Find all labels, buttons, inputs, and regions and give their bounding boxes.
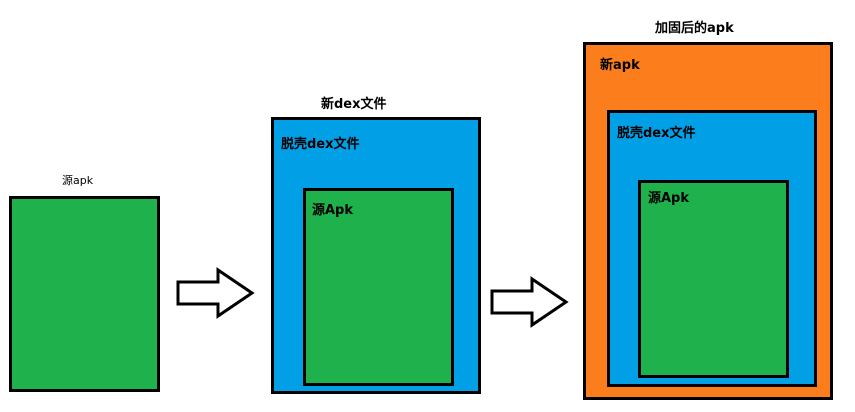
source-apk-box [9,196,160,392]
hardened-apk-inner-apk-box: 源Apk [638,180,789,378]
new-dex-inner-apk-label: 源Apk [312,203,354,218]
hardened-apk-shell-box: 脱壳dex文件 源Apk [607,110,817,387]
arrow-right-icon [176,267,255,319]
new-dex-box: 脱壳dex文件 源Apk [271,117,481,394]
arrow-right-icon [490,276,569,328]
new-dex-title: 新dex文件 [321,97,387,112]
hardened-apk-shell-label: 脱壳dex文件 [617,126,696,141]
hardened-apk-outer-label: 新apk [600,58,640,73]
source-apk-label: 源apk [62,174,94,187]
new-dex-shell-label: 脱壳dex文件 [281,137,360,152]
hardened-apk-inner-apk-label: 源Apk [648,191,690,206]
new-dex-inner-apk-box: 源Apk [303,188,454,386]
hardened-apk-title: 加固后的apk [655,21,734,36]
hardened-apk-box: 新apk 脱壳dex文件 源Apk [583,42,833,400]
